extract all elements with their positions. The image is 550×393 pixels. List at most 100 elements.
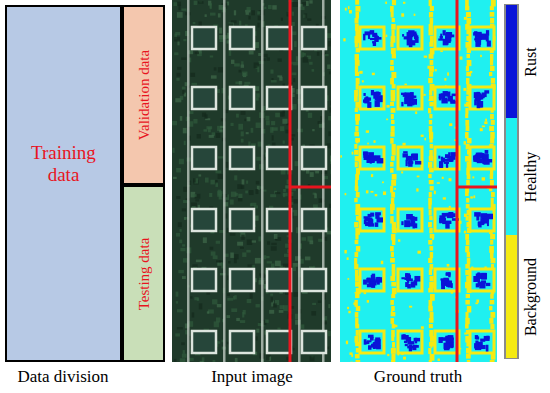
rust-patch (476, 283, 480, 287)
canopy-texture (234, 63, 240, 66)
rust-patch (439, 337, 443, 343)
canopy-texture (195, 52, 199, 54)
plot-mask (470, 27, 494, 49)
canopy-texture (176, 233, 180, 237)
background-strip (429, 90, 432, 96)
canopy-texture (271, 80, 277, 83)
canopy-texture (176, 168, 181, 172)
rust-patch (446, 32, 452, 37)
rust-patch (440, 218, 446, 223)
plot-mask (360, 87, 384, 109)
background-speck (394, 188, 396, 190)
canopy-texture (318, 121, 322, 124)
canopy-texture (328, 304, 330, 308)
canopy-texture (195, 199, 199, 201)
canopy-texture (310, 172, 314, 177)
canopy-texture (227, 315, 231, 318)
rust-patch (404, 220, 410, 227)
background-strip (489, 72, 492, 76)
canopy-texture (194, 1, 198, 5)
canopy-texture (206, 126, 212, 129)
background-speck (359, 71, 362, 74)
background-speck (447, 72, 449, 75)
canopy-texture (217, 341, 220, 343)
canopy-texture (174, 52, 178, 55)
legend-swatch (506, 235, 517, 358)
background-strip (466, 354, 471, 359)
rust-patch (368, 335, 374, 338)
background-strip (391, 30, 394, 36)
background-strip (490, 114, 494, 119)
background-speck (386, 119, 388, 121)
background-strip (490, 324, 494, 329)
plot-mask (360, 209, 384, 231)
background-speck (394, 325, 397, 327)
canopy-texture (247, 239, 252, 244)
canopy-texture (258, 16, 262, 20)
background-strip (466, 240, 470, 245)
plot-mask (360, 27, 384, 49)
canopy-texture (182, 276, 186, 279)
background-speck (440, 50, 443, 52)
background-speck (417, 251, 420, 254)
canopy-texture (330, 170, 331, 175)
background-speck (424, 56, 427, 58)
canopy-texture (213, 360, 216, 362)
canopy-texture (234, 254, 238, 259)
rust-patch (475, 341, 478, 345)
canopy-texture (266, 256, 269, 258)
canopy-texture (295, 314, 298, 319)
background-strip (491, 354, 496, 360)
rust-patch (481, 273, 486, 279)
rust-patch (401, 277, 404, 279)
background-strip (490, 234, 495, 239)
background-speck (442, 177, 444, 179)
background-strip (430, 60, 434, 65)
background-strip (466, 126, 470, 131)
canopy-texture (257, 23, 259, 28)
background-strip (429, 132, 433, 139)
background-strip (392, 150, 396, 156)
canopy-texture (270, 194, 276, 197)
canopy-texture (245, 191, 248, 194)
background-speck (421, 135, 424, 137)
canopy-texture (329, 107, 331, 112)
canopy-texture (180, 358, 186, 362)
rust-patch (408, 161, 414, 164)
canopy-texture (227, 2, 229, 6)
plot-mask (398, 147, 422, 169)
background-strip (391, 108, 396, 113)
canopy-texture (176, 301, 178, 304)
canopy-texture (318, 300, 321, 303)
canopy-texture (174, 359, 177, 362)
rust-patch (401, 335, 406, 340)
plot-mask (435, 331, 459, 353)
background-speck (347, 278, 349, 280)
canopy-texture (240, 320, 245, 323)
background-strip (391, 114, 394, 119)
background-strip (429, 360, 432, 362)
rust-patch (441, 157, 443, 163)
background-strip (429, 180, 434, 184)
canopy-texture (183, 200, 187, 203)
background-speck (430, 218, 433, 220)
background-speck (381, 261, 383, 264)
canopy-texture (240, 247, 244, 249)
background-strip (430, 186, 434, 191)
background-strip (356, 120, 359, 125)
vertical-label: Testing data (135, 237, 152, 310)
background-speck (447, 264, 450, 267)
background-strip (391, 36, 396, 43)
canopy-texture (182, 208, 186, 211)
background-strip (490, 300, 495, 304)
row-gap (187, 0, 190, 362)
canopy-texture (235, 193, 238, 196)
canopy-texture (173, 148, 175, 153)
background-speck (421, 326, 424, 329)
background-strip (355, 114, 360, 121)
background-strip (490, 54, 493, 60)
rust-patch (401, 102, 403, 106)
background-speck (398, 239, 400, 241)
canopy-texture (301, 237, 306, 241)
background-speck (346, 341, 348, 344)
